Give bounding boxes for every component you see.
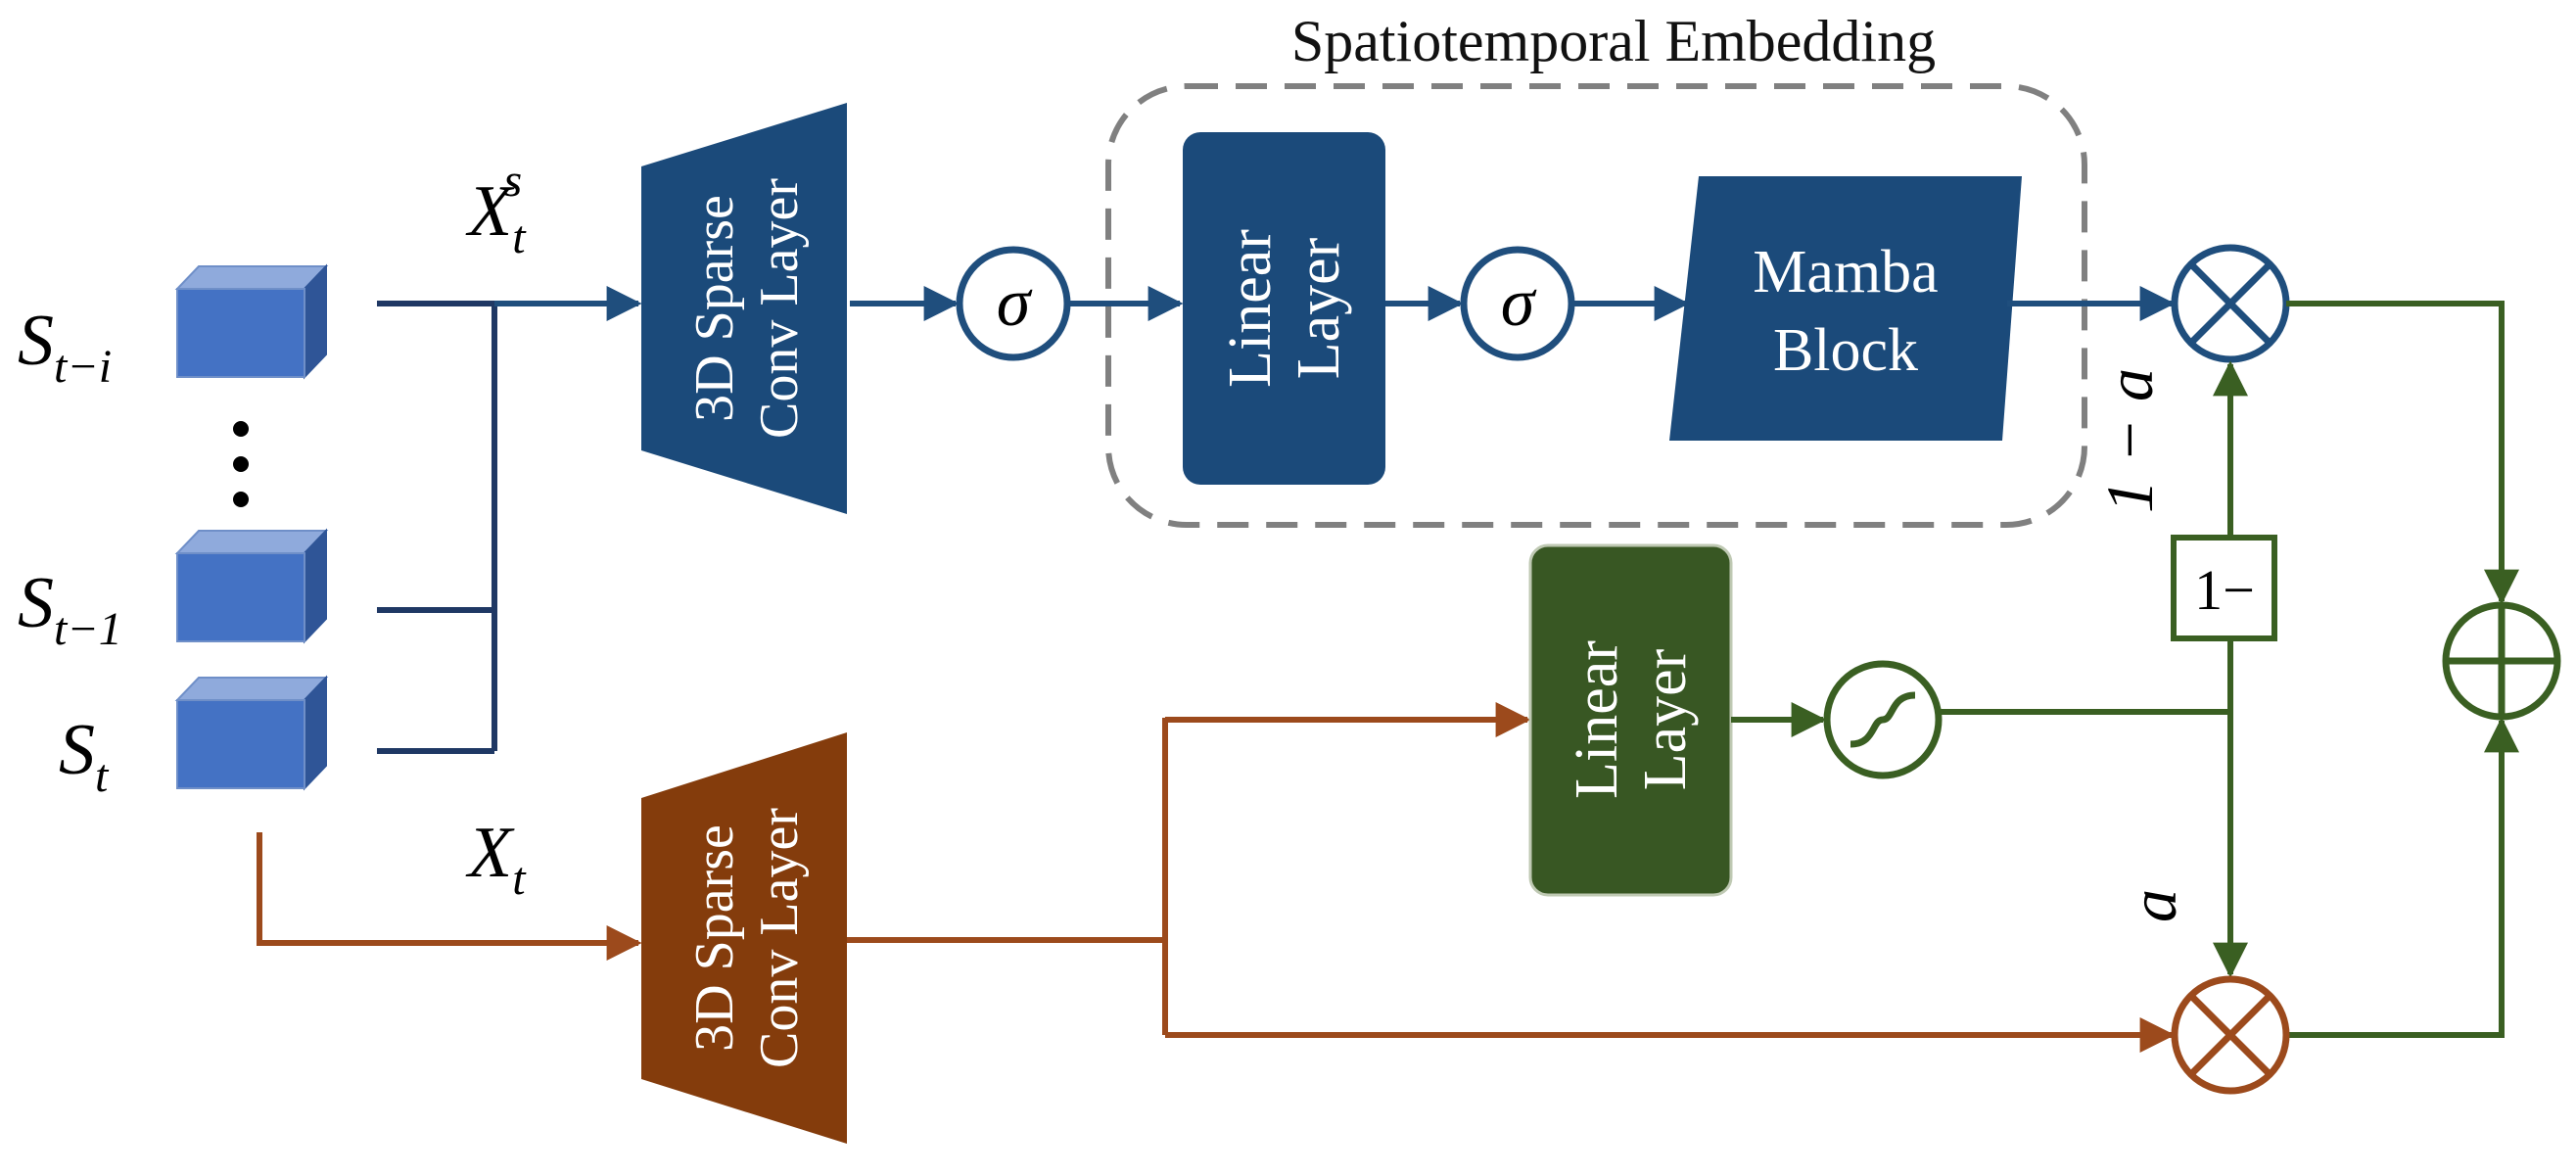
linear-layer-bottom — [1528, 543, 1733, 897]
orange-wiring — [847, 718, 1168, 1035]
conv-layer-top-label: 3D SparseConv Layer — [684, 178, 810, 439]
add-operator — [2442, 601, 2561, 721]
label-a: a — [2116, 889, 2190, 922]
label-one-minus-a: 1 − a — [2092, 368, 2167, 513]
label-s-t: St — [59, 710, 110, 802]
conv-layer-top — [641, 103, 847, 514]
linear-layer-bottom-label: LinearLayer — [1564, 640, 1699, 799]
conv-layer-bottom-label: 3D SparseConv Layer — [684, 808, 810, 1068]
multiply-bottom — [2171, 975, 2290, 1095]
cube-s-t-minus-i — [174, 263, 329, 380]
svg-text:σ: σ — [997, 265, 1033, 341]
sigmoid-icon — [1823, 660, 1943, 779]
linear-layer-top — [1183, 132, 1385, 485]
multiply-top — [2171, 244, 2290, 363]
label-x-t-s: Xts — [465, 155, 527, 263]
sigma-2: σ — [1460, 246, 1575, 361]
ellipsis-dots — [233, 421, 249, 507]
xt-path — [257, 832, 642, 961]
one-minus-box: 1− — [2171, 535, 2277, 641]
linear-layer-top-label: LinearLayer — [1217, 229, 1352, 388]
label-s-t-minus-1: St−1 — [18, 563, 122, 655]
label-s-t-minus-i: St−i — [18, 301, 112, 393]
svg-text:1−: 1− — [2194, 558, 2255, 622]
cube-s-t — [174, 675, 329, 791]
green-wiring — [1939, 301, 2505, 1038]
label-x-t: Xt — [465, 813, 527, 905]
sigma-1: σ — [956, 246, 1071, 361]
conv-layer-bottom — [641, 732, 847, 1144]
title: Spatiotemporal Embedding — [1291, 9, 1936, 73]
svg-text:σ: σ — [1501, 265, 1537, 341]
input-bus — [377, 301, 497, 754]
mamba-block — [1669, 176, 2022, 441]
cube-s-t-minus-1 — [174, 528, 329, 644]
